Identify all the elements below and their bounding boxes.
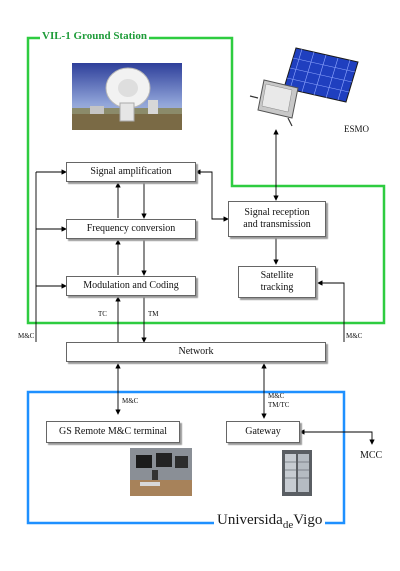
satellite-tracking-line1: Satellite: [260, 270, 294, 281]
mcc-label: MCC: [360, 450, 383, 461]
university-name-part1: Universida: [217, 512, 283, 528]
network-block: Network: [66, 342, 326, 362]
tmtc-gateway-label: TM/TC: [268, 401, 290, 409]
signal-reception-line1: Signal reception: [244, 207, 310, 218]
gateway-block: Gateway: [226, 421, 300, 443]
university-name-part3: Vigo: [293, 512, 323, 528]
modulation-coding-block: Modulation and Coding: [66, 276, 196, 296]
satellite-tracking-block: Satellite tracking: [238, 266, 316, 298]
gs-remote-terminal-block: GS Remote M&C terminal: [46, 421, 180, 443]
satellite-tracking-line2: tracking: [260, 282, 294, 293]
frequency-conversion-block: Frequency conversion: [66, 219, 196, 239]
mc-left-label: M&C: [18, 332, 35, 340]
signal-amplification-block: Signal amplification: [66, 162, 196, 182]
university-name-part2: de: [282, 519, 294, 531]
ground-station-title: VIL-1 Ground Station: [40, 30, 149, 42]
signal-reception-line2: and transmission: [243, 219, 311, 230]
tc-label: TC: [98, 310, 107, 318]
connectors: [35, 129, 375, 445]
university-boundary: [26, 390, 346, 525]
mc-remote-label: M&C: [122, 397, 139, 405]
satellite-image: [249, 47, 359, 127]
mc-gateway-label: M&C: [268, 392, 285, 400]
antenna-photo: [72, 63, 182, 130]
tm-label: TM: [148, 310, 159, 318]
signal-reception-block: Signal reception and transmission: [228, 201, 326, 237]
ground-station-boundary: [26, 36, 386, 325]
gateway-rack-photo: [282, 450, 312, 496]
mc-right-label: M&C: [346, 332, 363, 340]
satellite-label: ESMO: [344, 124, 370, 134]
university-logo: UniversidadeVigo: [214, 512, 326, 531]
remote-terminal-photo: [130, 448, 192, 496]
